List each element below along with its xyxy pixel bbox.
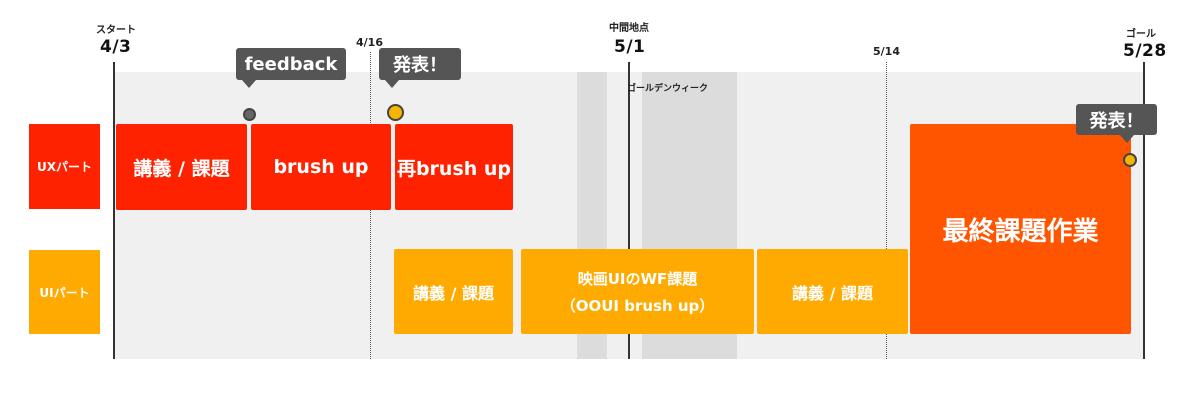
goal-date: 5/28 <box>1123 41 1167 61</box>
task-final: 最終課題作業 <box>910 124 1131 334</box>
task-ux-lecture: 講義 / 課題 <box>116 124 247 210</box>
may14-date: 5/14 <box>873 45 900 58</box>
task-ux-brushup-label: brush up <box>273 156 369 178</box>
row-label-ui: UIパート <box>29 250 100 334</box>
goal-line <box>1143 62 1145 359</box>
callout-present-1-text: 発表！ <box>393 55 447 76</box>
start-date: 4/3 <box>100 37 132 57</box>
start-name: スタート <box>96 25 136 36</box>
present-1-marker <box>387 104 404 121</box>
mid-line <box>628 62 630 359</box>
feedback-marker <box>243 108 256 121</box>
mid-date: 5/1 <box>614 37 646 57</box>
present-2-marker <box>1123 153 1137 167</box>
apr16-date: 4/16 <box>356 36 383 49</box>
task-ux-brushup: brush up <box>251 124 391 210</box>
row-label-ux: UXパート <box>29 124 100 209</box>
task-ui-lecture-1: 講義 / 課題 <box>394 249 513 334</box>
row-label-ui-text: UIパート <box>39 285 90 300</box>
callout-feedback: feedback <box>236 48 346 80</box>
task-ui-lecture-1-label: 講義 / 課題 <box>413 283 494 303</box>
row-label-ux-text: UXパート <box>37 160 92 174</box>
callout-present-1-tail <box>385 80 399 88</box>
callout-feedback-tail <box>242 80 256 88</box>
start-line <box>113 62 115 359</box>
callout-present-2: 発表！ <box>1076 104 1157 135</box>
task-ux-rebrushup: 再brush up <box>395 124 513 210</box>
callout-present-2-tail <box>1120 135 1134 143</box>
task-ui-movie-wf: 映画UIのWF課題 （OOUI brush up） <box>521 249 754 334</box>
task-final-label: 最終課題作業 <box>942 216 1099 247</box>
task-ui-movie-wf-line1: 映画UIのWF課題 <box>577 269 698 288</box>
task-ui-lecture-2-label: 講義 / 課題 <box>792 283 873 303</box>
goal-name: ゴール <box>1126 29 1156 40</box>
task-ux-rebrushup-label: 再brush up <box>396 157 512 180</box>
task-ui-movie-wf-line2: （OOUI brush up） <box>560 296 715 315</box>
golden-week-label: ゴールデンウィーク <box>627 84 709 94</box>
task-ux-lecture-label: 講義 / 課題 <box>133 157 230 180</box>
may14-line <box>886 62 887 359</box>
mid-name: 中間地点 <box>609 23 649 34</box>
callout-present-1: 発表！ <box>379 48 461 80</box>
callout-feedback-text: feedback <box>244 53 338 75</box>
task-ui-lecture-2: 講義 / 課題 <box>757 249 908 334</box>
callout-present-2-text: 発表！ <box>1089 110 1144 132</box>
